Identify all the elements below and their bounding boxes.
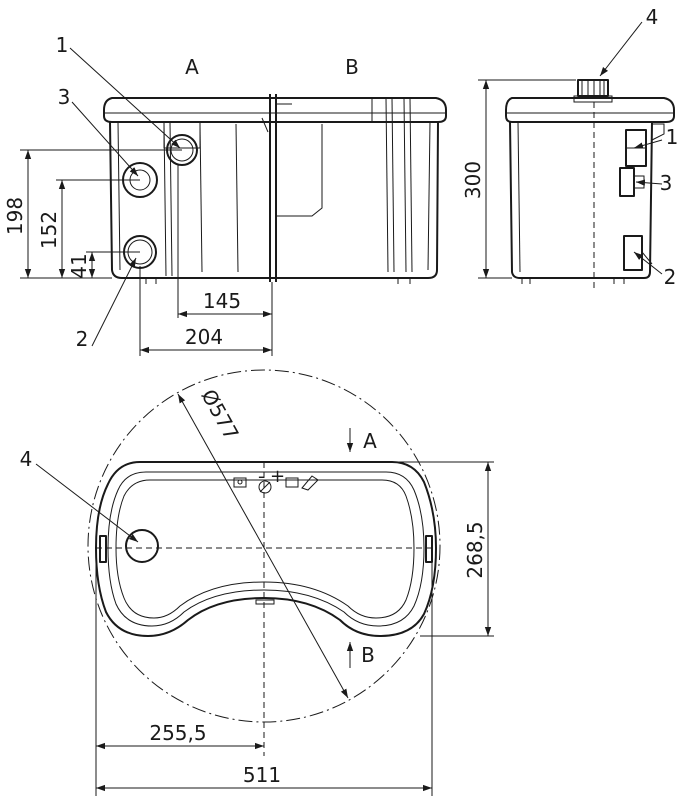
front-body (109, 121, 439, 279)
dim-511: 511 (243, 763, 281, 787)
view-label-a: A (185, 55, 199, 79)
dim-41: 41 (67, 253, 91, 278)
callout-1-front: 1 (56, 33, 69, 57)
top-port-4 (125, 529, 159, 563)
dim-300: 300 (461, 161, 485, 199)
dim-204: 204 (185, 325, 223, 349)
top-view: - + (87, 369, 441, 756)
callout-1-side: 1 (666, 125, 679, 149)
side-dimensions (478, 79, 576, 279)
front-dimensions (20, 149, 273, 356)
top-dimensions (35, 393, 494, 796)
side-callouts (599, 21, 663, 275)
side-lid (505, 97, 675, 123)
callout-4-side: 4 (646, 5, 659, 29)
dim-255-5: 255,5 (149, 721, 206, 745)
callout-3-side: 3 (660, 171, 673, 195)
front-callouts (69, 47, 181, 347)
callout-3-front: 3 (58, 85, 71, 109)
svg-text:-: - (258, 466, 265, 487)
side-body (509, 121, 653, 279)
callout-4-top: 4 (20, 447, 33, 471)
side-view (505, 79, 675, 288)
dim-145: 145 (203, 289, 241, 313)
top-outline-outer (95, 461, 437, 637)
dim-152: 152 (37, 211, 61, 249)
callout-2-front: 2 (76, 327, 89, 351)
view-label-b: B (345, 55, 359, 79)
front-view (103, 94, 447, 284)
section-mark-b: B (361, 643, 375, 667)
top-outline-inner (107, 471, 425, 627)
dim-268-5: 268,5 (463, 521, 487, 578)
callout-2-side: 2 (664, 265, 677, 289)
dim-198: 198 (3, 197, 27, 235)
section-mark-a: A (363, 429, 377, 453)
svg-text:+: + (270, 466, 285, 487)
dim-dia-577: Ø577 (197, 385, 244, 444)
